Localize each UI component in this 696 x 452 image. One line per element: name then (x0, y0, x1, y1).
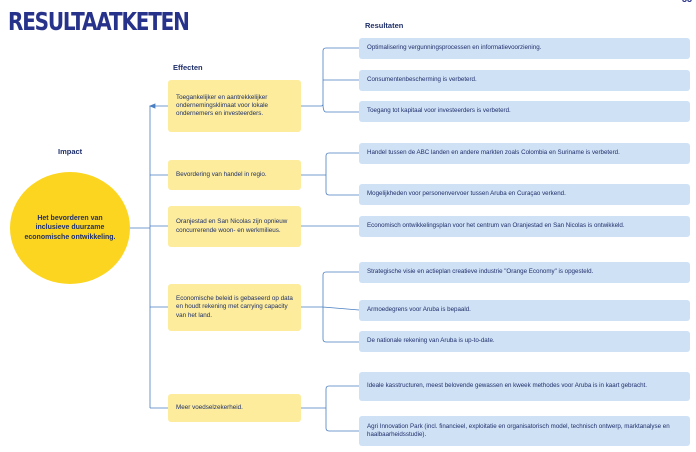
effect-box: Toegankelijker en aantrekkelijker ondern… (168, 80, 301, 132)
impact-effects-connector (130, 105, 168, 409)
page-title: RESULTAATKETEN (8, 7, 190, 36)
effect-box: Oranjestad en San Nicolas zijn opnieuw c… (168, 206, 301, 247)
arrowhead (148, 103, 156, 109)
result-box: De nationale rekening van Aruba is up-to… (359, 331, 690, 352)
result-box: Optimalisering vergunningsprocessen en i… (359, 38, 690, 59)
effect-box: Economische beleid is gebaseerd op data … (168, 284, 301, 331)
result-box: Handel tussen de ABC landen en andere ma… (359, 143, 690, 164)
result-box: Agri Innovation Park (incl. financieel, … (359, 416, 690, 446)
result-box: Armoedegrens voor Aruba is bepaald. (359, 300, 690, 321)
effect1-results-connector (301, 47, 359, 113)
impact-text: Het bevorderen van inclusieve duurzame e… (24, 215, 116, 241)
impact-heading: Impact (58, 147, 83, 156)
result-box: Toegang tot kapitaal voor investeerders … (359, 101, 690, 122)
effect-box: Meer voedselzekerheid. (168, 394, 301, 422)
page-number: 33 (682, 0, 692, 4)
result-box: Economisch ontwikkelingsplan voor het ce… (359, 216, 690, 237)
impact-circle: Het bevorderen van inclusieve duurzame e… (10, 172, 130, 284)
effect4-results-connector (301, 271, 360, 343)
effect5-results-connector (301, 385, 359, 432)
result-box: Mogelijkheden voor personenvervoer tusse… (359, 184, 690, 205)
result-box: Ideale kasstructuren, meest belovende ge… (359, 372, 690, 401)
effect2-results-connector (301, 152, 359, 196)
result-box: Consumentenbescherming is verbeterd. (359, 70, 690, 91)
effects-heading: Effecten (173, 63, 203, 72)
result-box: Strategische visie en actieplan creatiev… (359, 262, 690, 283)
effect-box: Bevordering van handel in regio. (168, 160, 301, 190)
results-heading: Resultaten (365, 21, 404, 30)
